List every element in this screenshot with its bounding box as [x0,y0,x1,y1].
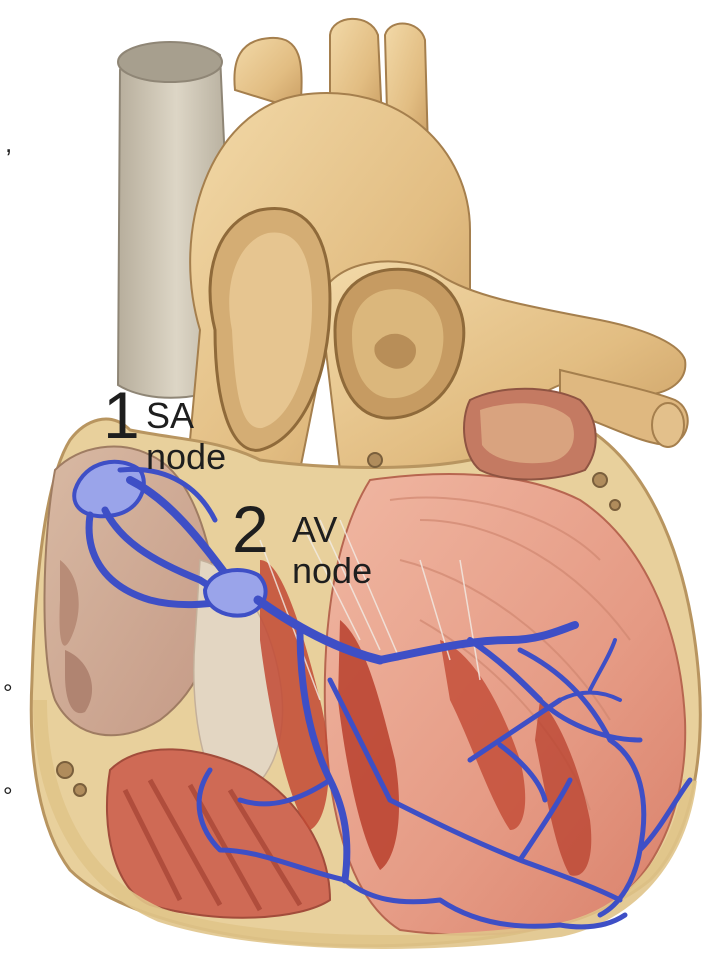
coronary-vessel-3 [593,473,607,487]
stray-degree-2: ° [3,783,13,811]
left-atrium-inner [480,403,574,463]
sa-node-number: 1 [103,382,140,448]
coronary-vessel-2 [74,784,86,796]
sa-node-label: SA node [146,395,256,478]
av-node-number: 2 [232,496,269,562]
stray-comma: , [5,128,12,159]
av-node-label: AV node [292,509,402,592]
coronary-vessel-1 [57,762,73,778]
coronary-vessel-4 [610,500,620,510]
pulmonary-branch-opening [652,403,684,447]
vena-cava-opening [118,42,222,82]
stray-degree-1: ° [3,680,13,708]
coronary-vessel-5 [368,453,382,467]
av-node-shape [205,570,266,616]
